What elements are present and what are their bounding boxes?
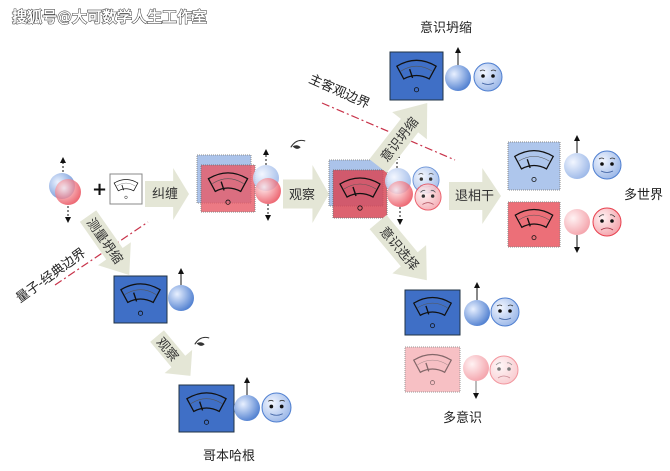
entangled-state	[196, 149, 281, 221]
eye-icon	[290, 139, 306, 150]
watermark: 搜狐号@大可数学人生工作室	[12, 8, 207, 26]
happy-face-icon	[261, 392, 292, 423]
entangle-label: 纠缠	[152, 186, 178, 202]
sad-face-icon	[414, 183, 442, 211]
happy-face-icon	[473, 62, 503, 92]
spin-down-sphere	[55, 179, 81, 205]
many-minds-branch-up	[404, 282, 520, 336]
many-minds-label: 多意识	[443, 410, 482, 426]
sad-face-icon	[592, 207, 622, 237]
quantum-classical-boundary-line	[54, 221, 149, 286]
copenhagen-final-state	[178, 377, 292, 433]
entangled-observer-state	[328, 152, 442, 225]
many-worlds-label: 多世界	[624, 187, 663, 203]
copenhagen-label: 哥本哈根	[203, 449, 255, 464]
eye-icon	[194, 336, 210, 347]
plus-sign: +	[92, 179, 107, 200]
happy-face-icon	[490, 297, 520, 327]
initial-superposition	[49, 157, 81, 223]
many-minds-branch-down	[404, 346, 519, 399]
sad-face-icon	[489, 355, 519, 385]
many-worlds-branch-up	[507, 135, 622, 191]
decoherence-label: 退相干	[455, 189, 494, 204]
measured-state	[113, 268, 194, 324]
meter-device	[109, 173, 143, 205]
subject-object-boundary-label: 主客观边界	[306, 71, 372, 112]
collapsed-observer-state	[389, 47, 503, 101]
observe-label: 观察	[289, 188, 315, 203]
consciousness-collapse-title: 意识坍缩	[420, 20, 472, 36]
many-worlds-branch-down	[507, 201, 622, 253]
quantum-classical-boundary-label: 量子-经典边界	[14, 246, 89, 307]
happy-face-icon	[592, 150, 622, 180]
